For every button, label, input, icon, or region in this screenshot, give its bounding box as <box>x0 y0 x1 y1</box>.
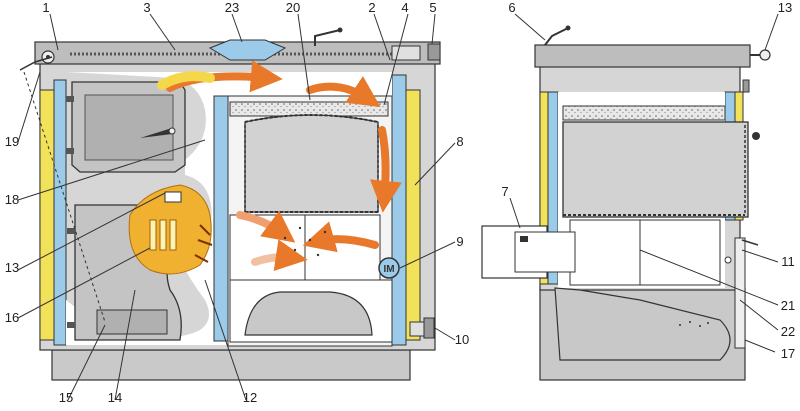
flue-collar <box>208 39 287 61</box>
upper-door-hinge-bottom <box>66 148 74 154</box>
side-ash-particles <box>679 321 709 327</box>
upper-door-handle-pivot <box>168 127 176 135</box>
side-rear-door <box>734 237 746 349</box>
callout-20: 20 <box>286 0 300 15</box>
top-handle <box>314 29 341 46</box>
arrow-down-right <box>369 126 402 213</box>
ash-pan <box>244 291 373 336</box>
callout-2: 2 <box>368 0 375 15</box>
heat-exchanger-body <box>244 114 379 213</box>
circulation-pump <box>378 257 400 279</box>
burner-grate-3 <box>169 219 177 251</box>
callout-1: 1 <box>42 0 49 15</box>
callout-16: 16 <box>5 310 19 325</box>
top-handle-knob <box>337 27 343 33</box>
callout-10: 10 <box>455 332 469 347</box>
side-heat-exchanger-insulation <box>562 105 726 121</box>
side-heat-exchanger-body <box>562 121 749 218</box>
leader-dashed <box>23 71 106 323</box>
callout-5: 5 <box>429 0 436 15</box>
arrow-return <box>302 221 379 253</box>
callout-labels: 1 2 3 4 5 6 7 8 9 10 11 12 13 13 14 15 1… <box>5 0 795 405</box>
feed-hopper-handle <box>520 236 528 242</box>
callout-22: 22 <box>781 324 795 339</box>
central-baffle <box>213 95 229 342</box>
callout-8: 8 <box>456 134 463 149</box>
pump-symbol: IM <box>383 264 394 275</box>
front-water-jacket-right <box>391 74 407 346</box>
callout-7: 7 <box>501 184 508 199</box>
yellow-flow-arrow <box>157 71 215 90</box>
upper-door-hinge-top <box>66 96 74 102</box>
arrow-secondary-air <box>236 210 296 243</box>
side-ash-pan <box>554 287 731 361</box>
callout-23: 23 <box>225 0 239 15</box>
smoke-particles <box>283 226 327 257</box>
side-control-knob <box>752 132 760 140</box>
callout-9: 9 <box>456 234 463 249</box>
arrow-top-right <box>306 76 381 108</box>
callout-13-front: 13 <box>5 260 19 275</box>
lower-door-hinge-top <box>67 228 75 234</box>
callout-13-side: 13 <box>778 0 792 15</box>
callout-3: 3 <box>143 0 150 15</box>
callout-19: 19 <box>5 134 19 149</box>
callout-4: 4 <box>401 0 408 15</box>
side-view <box>481 25 771 381</box>
front-view: IM <box>19 27 441 381</box>
side-top-handle-knob <box>565 25 571 31</box>
fire-sparks <box>194 224 213 263</box>
callout-21: 21 <box>781 298 795 313</box>
callout-6: 6 <box>508 0 515 15</box>
front-water-jacket-left <box>53 79 67 346</box>
side-top-pulley <box>759 49 771 61</box>
front-insulation-right <box>405 89 421 341</box>
callout-18: 18 <box>5 192 19 207</box>
lower-door-hinge-bottom <box>67 322 75 328</box>
side-rear-door-bracket <box>741 239 759 246</box>
callout-11: 11 <box>781 254 795 269</box>
callout-17: 17 <box>781 346 795 361</box>
top-right-valve <box>427 43 441 61</box>
upper-door-handle <box>140 128 172 138</box>
side-top-cover <box>534 44 751 68</box>
lower-door-window <box>96 309 168 335</box>
callout-14: 14 <box>108 390 122 405</box>
burner-grate-2 <box>159 219 167 251</box>
side-rear-door-hinge <box>724 256 732 264</box>
heat-exchanger-top-dashed <box>244 114 379 123</box>
arrow-lower <box>251 239 308 271</box>
side-top-handle <box>544 27 569 46</box>
burner-grate-1 <box>149 219 157 251</box>
front-base-plinth <box>51 349 411 381</box>
lever-19 <box>19 56 53 71</box>
heat-exchanger-insulation <box>229 101 389 117</box>
callout-15: 15 <box>59 390 73 405</box>
bottom-right-valve <box>423 317 435 339</box>
side-right-stub <box>742 79 750 93</box>
leader-lines <box>17 13 779 401</box>
burner-block <box>164 191 182 203</box>
upper-door-inner <box>84 94 174 161</box>
callout-12: 12 <box>243 390 257 405</box>
